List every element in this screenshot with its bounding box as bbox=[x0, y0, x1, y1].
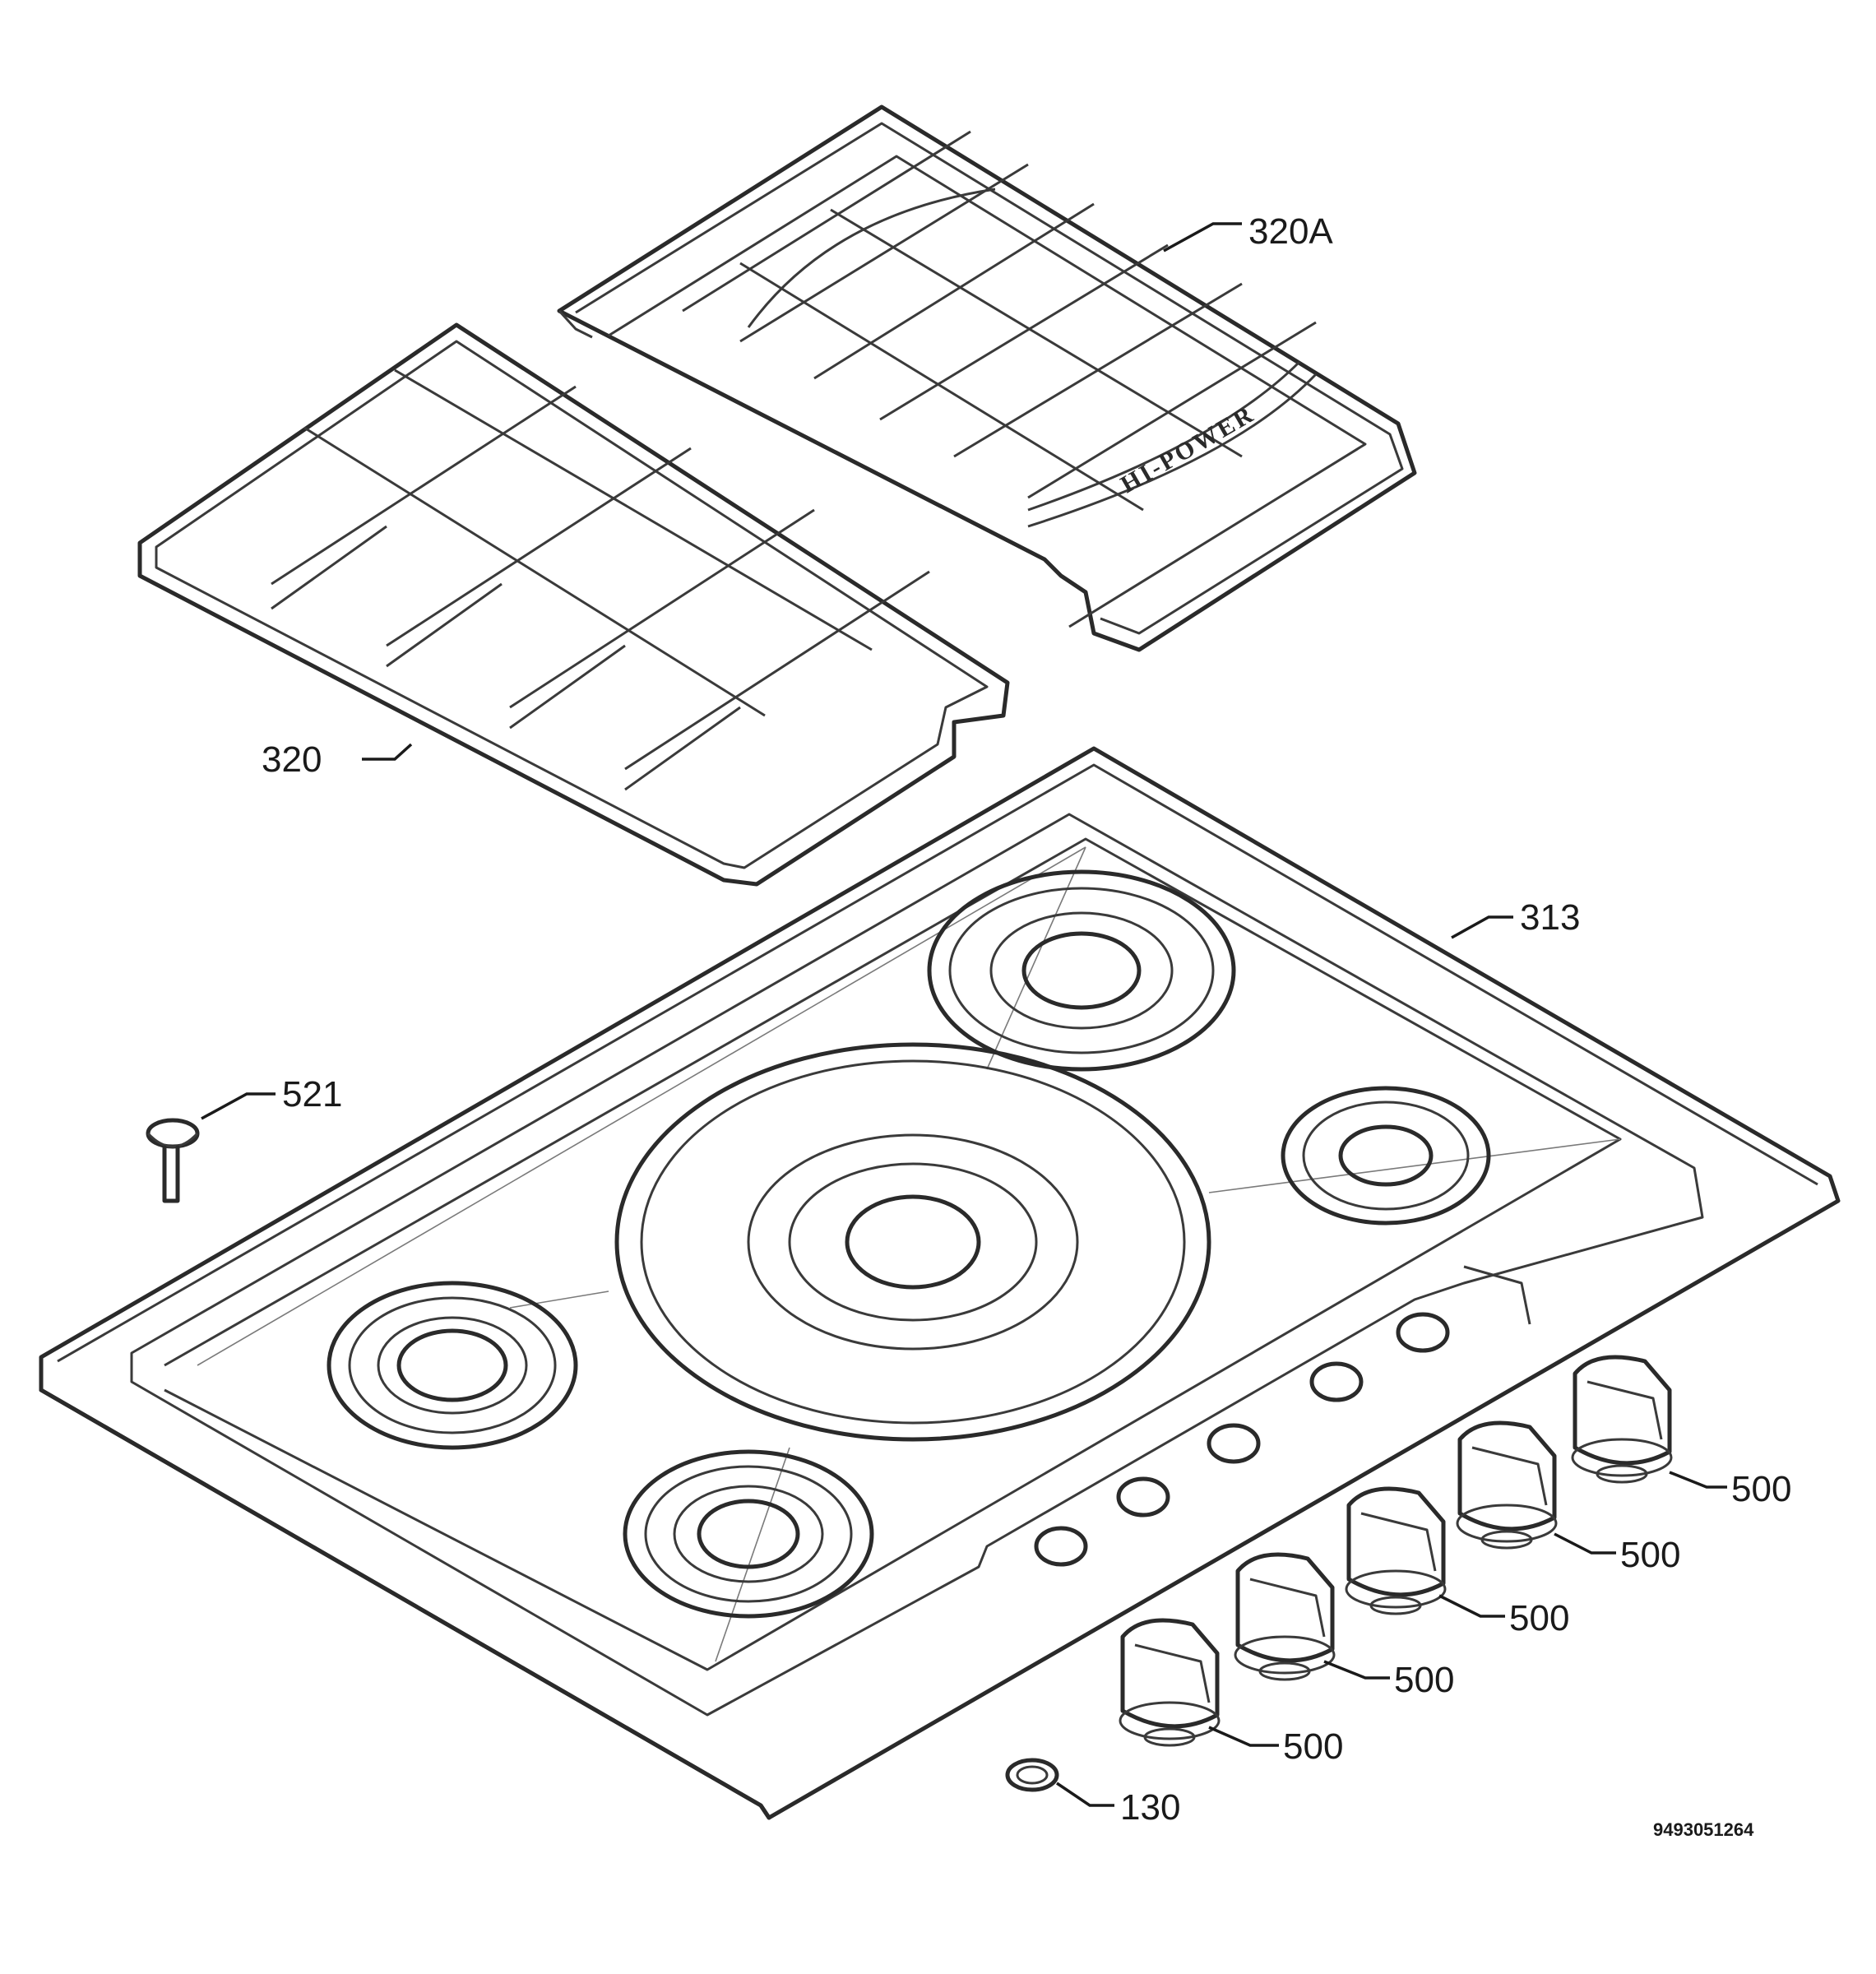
gasket-130 bbox=[1005, 1758, 1059, 1792]
knob-3 bbox=[1345, 1486, 1447, 1615]
callout-500-e: 500 bbox=[1283, 1726, 1343, 1767]
callout-500-d: 500 bbox=[1394, 1660, 1454, 1700]
knob-2 bbox=[1234, 1552, 1336, 1681]
pan-support-320a bbox=[557, 104, 1417, 652]
pan-support-320 bbox=[137, 322, 1010, 887]
callout-313: 313 bbox=[1520, 897, 1580, 938]
hi-power-emboss: HI-POWER bbox=[1116, 400, 1259, 498]
burner-front-center bbox=[623, 1449, 874, 1619]
screw-521 bbox=[146, 1118, 200, 1203]
callout-500-b: 500 bbox=[1620, 1535, 1680, 1575]
callout-500-c: 500 bbox=[1509, 1598, 1569, 1638]
document-number: 9493051264 bbox=[1653, 1819, 1754, 1840]
callout-130: 130 bbox=[1120, 1787, 1180, 1828]
callout-320: 320 bbox=[262, 739, 322, 780]
callout-320a: 320A bbox=[1248, 211, 1333, 252]
callout-500-a: 500 bbox=[1731, 1469, 1791, 1509]
burner-right-small bbox=[1281, 1086, 1491, 1226]
callout-521: 521 bbox=[282, 1074, 342, 1114]
hob-top-313 bbox=[39, 746, 1841, 1820]
knob-5 bbox=[1571, 1355, 1673, 1484]
burner-left bbox=[327, 1281, 578, 1450]
leader-lines bbox=[201, 222, 1727, 1807]
burner-rear-right bbox=[927, 869, 1236, 1072]
knob-holes bbox=[1034, 1312, 1450, 1567]
knob-4 bbox=[1456, 1420, 1558, 1550]
burner-large-center bbox=[614, 1042, 1211, 1442]
knob-1 bbox=[1119, 1618, 1221, 1747]
